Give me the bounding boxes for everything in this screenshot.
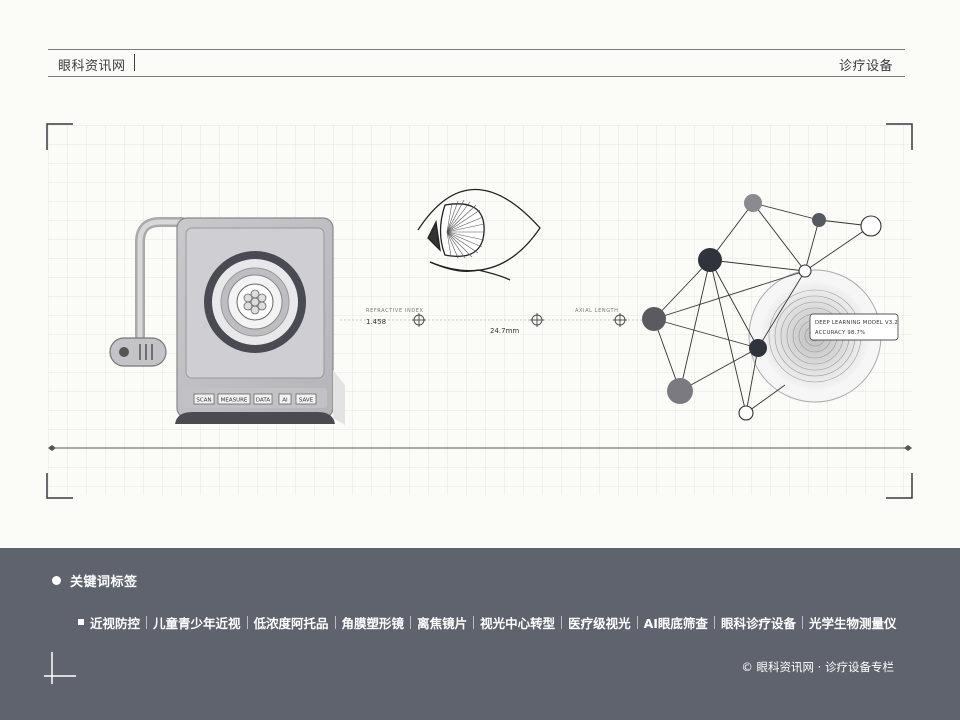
keyword-separator: [801, 615, 803, 629]
ai-accuracy-label: ACCURACY 98.7%: [815, 330, 865, 336]
device-button-ai-label: AI: [282, 398, 288, 404]
device-button-save-label: SAVE: [299, 398, 314, 404]
crosshair-markers: [412, 313, 627, 327]
keywords-title-dot-icon: [52, 576, 61, 585]
network-edges: [653, 202, 872, 414]
keyword-tag[interactable]: 离焦镜片: [417, 615, 468, 631]
device-buttons: SCAN MEASURE DATA AI SAVE: [193, 393, 317, 405]
footer-corner-mark: [44, 652, 76, 684]
keyword-separator: [410, 615, 412, 629]
network-node: [798, 264, 812, 278]
device-button-ai[interactable]: [278, 393, 292, 405]
keyword-tag[interactable]: 儿童青少年近视: [153, 615, 241, 631]
device-button-scan[interactable]: [193, 393, 215, 405]
frame-corners: [46, 123, 913, 499]
keywords-title: 关键词标签: [70, 575, 138, 590]
axial-length-label: AXIAL LENGTH: [575, 308, 619, 314]
keyword-tag[interactable]: 医疗级视光: [568, 615, 631, 631]
site-name[interactable]: 眼科资讯网: [58, 59, 126, 74]
ophthalmic-equipment-illustration: SCAN MEASURE DATA AI SAVE: [46, 123, 913, 499]
keyword-separator: [146, 615, 148, 629]
measurement-device-icon: SCAN MEASURE DATA AI SAVE: [109, 217, 345, 425]
header-bar: 眼科资讯网 诊疗设备: [48, 49, 905, 77]
footer-panel: [0, 548, 960, 720]
square-bullet-icon: [78, 619, 84, 625]
network-node: [698, 248, 722, 272]
keyword-tag[interactable]: 角膜塑形镜: [341, 615, 405, 631]
ai-neural-network-icon: DEEP LEARNING MODEL V3.2 ACCURACY 98.7%: [642, 194, 899, 421]
device-button-save[interactable]: [295, 393, 317, 405]
keyword-tags: 近视防控 儿童青少年近视 低浓度阿托品 角膜塑形镜 离焦镜片 视光中心转型 医疗…: [78, 612, 896, 632]
eye-cross-section-icon: [417, 188, 541, 281]
device-button-measure-label: MEASURE: [221, 398, 248, 404]
header-divider: [134, 54, 135, 71]
eye-lens-icon: [439, 199, 485, 259]
keyword-tag[interactable]: 光学生物测量仪: [808, 615, 897, 631]
refractive-index-label: REFRACTIVE INDEX: [366, 308, 424, 314]
network-node: [812, 213, 826, 227]
axial-length-value: 24.7mm: [490, 327, 519, 335]
device-button-scan-label: SCAN: [196, 398, 211, 404]
network-node: [860, 215, 882, 237]
keyword-separator: [246, 615, 248, 629]
keyword-separator: [636, 615, 638, 629]
ai-model-tooltip: DEEP LEARNING MODEL V3.2 ACCURACY 98.7%: [809, 313, 899, 341]
device-button-data-label: DATA: [256, 398, 270, 404]
device-connector: [109, 337, 167, 367]
device-base: [175, 412, 335, 424]
ai-model-label: DEEP LEARNING MODEL V3.2: [815, 320, 898, 326]
network-node: [744, 194, 762, 212]
network-node: [738, 405, 754, 421]
keyword-tag[interactable]: 视光中心转型: [480, 615, 556, 631]
measurement-axis: REFRACTIVE INDEX 1.458 AXIAL LENGTH 24.7…: [340, 308, 645, 335]
device-button-data[interactable]: [253, 393, 273, 405]
network-node: [749, 339, 767, 357]
baseline-end-marks: [48, 445, 912, 451]
keyword-separator: [334, 615, 336, 629]
network-node: [642, 307, 666, 331]
keyword-separator: [713, 615, 715, 629]
device-button-measure[interactable]: [217, 393, 251, 405]
network-node: [667, 378, 693, 404]
keyword-tag[interactable]: 低浓度阿托品: [253, 615, 329, 631]
lens-honeycomb: [243, 289, 267, 315]
keyword-separator: [473, 615, 475, 629]
device-shadow: [333, 370, 345, 425]
keyword-separator: [561, 615, 563, 629]
refractive-index-value: 1.458: [366, 318, 386, 326]
keyword-tag[interactable]: 眼科诊疗设备: [720, 615, 796, 631]
copyright-text: © 眼科资讯网 · 诊疗设备专栏: [741, 660, 894, 674]
keyword-tag[interactable]: 近视防控: [90, 615, 141, 631]
keyword-tag[interactable]: AI眼底筛查: [643, 615, 708, 631]
section-name[interactable]: 诊疗设备: [838, 59, 893, 74]
